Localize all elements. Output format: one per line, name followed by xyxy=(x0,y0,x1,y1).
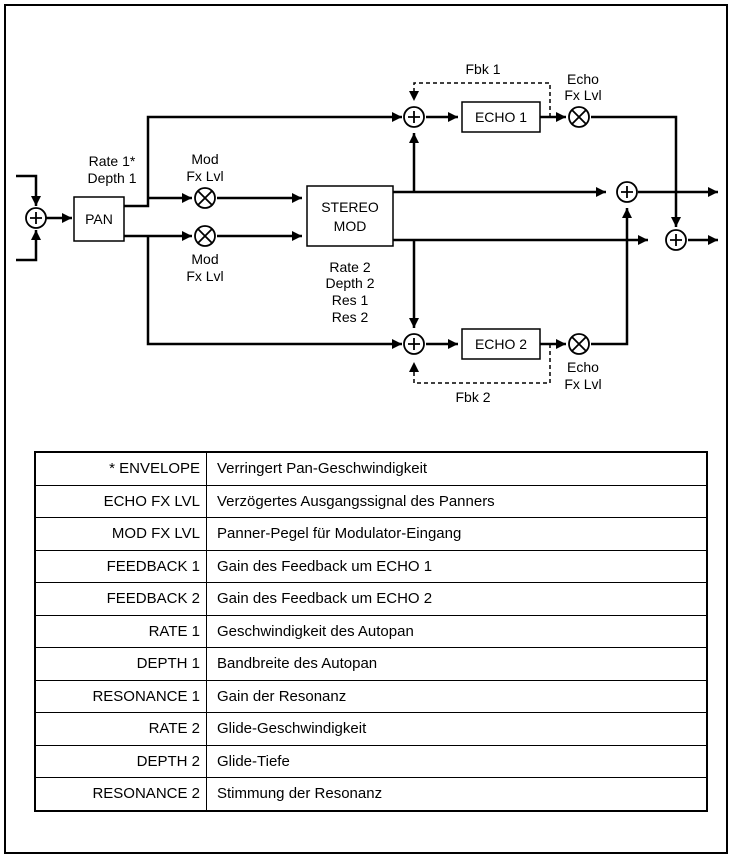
stereo-mod-block xyxy=(306,185,394,247)
legend-description: Panner-Pegel für Modulator-Eingang xyxy=(206,517,707,550)
output-top-sum-icon xyxy=(616,181,638,203)
legend-term: RATE 2 xyxy=(35,712,207,745)
echo-fx-top-label-1: Echo xyxy=(567,71,599,87)
legend-term: RESONANCE 2 xyxy=(35,777,207,811)
mod-fx-top-multiplier-icon xyxy=(194,187,216,209)
legend-term: RESONANCE 1 xyxy=(35,679,207,713)
echo-fx-bottom-label-2: Fx Lvl xyxy=(564,376,601,392)
legend-description: Bandbreite des Autopan xyxy=(206,647,707,680)
fbk1-label: Fbk 1 xyxy=(465,61,500,77)
legend-term: RATE 1 xyxy=(35,614,207,648)
legend-description: Geschwindigkeit des Autopan xyxy=(206,614,707,648)
echo-fx-bottom-label-1: Echo xyxy=(567,359,599,375)
legend-description: Glide-Geschwindigkeit xyxy=(206,712,707,745)
legend-term: DEPTH 1 xyxy=(35,647,207,680)
mod-fx-bottom-label-2: Fx Lvl xyxy=(186,268,223,284)
legend-description: Gain des Feedback um ECHO 2 xyxy=(206,582,707,615)
legend-row: * ENVELOPE Verringert Pan-Geschwindigkeit xyxy=(35,452,707,485)
mod-fx-top-label-2: Fx Lvl xyxy=(186,168,223,184)
stereo-res1-label: Res 1 xyxy=(332,292,369,308)
legend-description: Glide-Tiefe xyxy=(206,744,707,778)
echo1-label: ECHO 1 xyxy=(475,109,527,125)
legend-term: FEEDBACK 2 xyxy=(35,582,207,615)
legend-description: Stimmung der Resonanz xyxy=(206,777,707,811)
legend-description: Gain des Feedback um ECHO 1 xyxy=(206,549,707,583)
stereo-rate-label: Rate 2 xyxy=(329,259,370,275)
mod-fx-top-label-1: Mod xyxy=(191,151,218,167)
signal-flow-diagram: PAN Rate 1* Depth 1 xyxy=(16,61,718,405)
mod-fx-bottom-multiplier-icon xyxy=(194,225,216,247)
legend-description: Verzögertes Ausgangssignal des Panners xyxy=(206,484,707,518)
output-bottom-sum-icon xyxy=(665,229,687,251)
feedback-loops xyxy=(409,82,551,384)
legend-term: DEPTH 2 xyxy=(35,744,207,778)
legend-term: * ENVELOPE xyxy=(35,452,207,485)
stereo-depth-label: Depth 2 xyxy=(325,275,374,291)
stereo-mod-label-1: STEREO xyxy=(321,199,379,215)
legend-term: MOD FX LVL xyxy=(35,517,207,550)
signal-wires xyxy=(124,112,718,349)
echo2-block xyxy=(461,328,541,360)
legend-body: * ENVELOPE Verringert Pan-Geschwindigkeit… xyxy=(35,452,707,811)
echo1-sum-icon xyxy=(403,106,425,128)
legend-term: ECHO FX LVL xyxy=(35,484,207,518)
legend-description: Gain der Resonanz xyxy=(206,679,707,713)
echo1-block xyxy=(461,101,541,133)
echo-fx-bottom-multiplier-icon xyxy=(568,333,590,355)
echo2-label: ECHO 2 xyxy=(475,336,527,352)
pan-rate-label: Rate 1* xyxy=(89,153,136,169)
pan-block xyxy=(73,196,125,242)
diagram-frame xyxy=(4,4,728,854)
input-sum-icon xyxy=(25,207,47,229)
pan-label: PAN xyxy=(85,211,113,227)
legend-table: * ENVELOPE Verringert Pan-Geschwindigkeit… xyxy=(34,451,708,812)
stereo-mod-label-2: MOD xyxy=(334,218,367,234)
input-bracket xyxy=(16,174,41,262)
fbk2-label: Fbk 2 xyxy=(455,389,490,405)
pan-depth-label: Depth 1 xyxy=(87,170,136,186)
echo-fx-top-label-2: Fx Lvl xyxy=(564,87,601,103)
echo-fx-top-multiplier-icon xyxy=(568,106,590,128)
legend-description: Verringert Pan-Geschwindigkeit xyxy=(217,460,428,478)
echo2-sum-icon xyxy=(403,333,425,355)
stereo-res2-label: Res 2 xyxy=(332,309,369,325)
legend-term: FEEDBACK 1 xyxy=(35,549,207,583)
mod-fx-bottom-label-1: Mod xyxy=(191,251,218,267)
